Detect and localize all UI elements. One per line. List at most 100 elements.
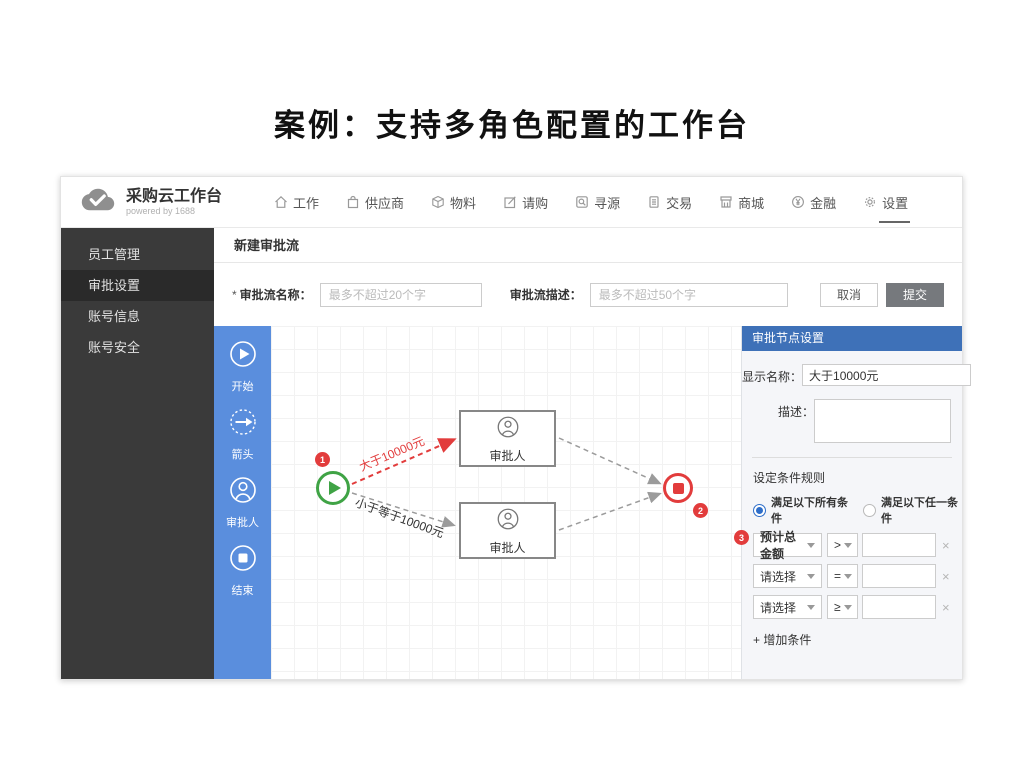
gear-icon xyxy=(863,195,877,209)
slide-title: 案例：支持多角色配置的工作台 xyxy=(274,108,750,143)
nav-item-sourcing[interactable]: 寻源 xyxy=(575,193,620,212)
approver-node-lower[interactable]: 审批人 xyxy=(459,502,556,559)
condition-field-select-1[interactable]: 预计总金额 xyxy=(753,530,822,561)
step-badge-2: 2 xyxy=(693,503,708,518)
flow-desc-label: 审批流描述： xyxy=(509,288,582,302)
app-window: 采购云工作台 powered by 1688 工作 供应商 物料 请购 xyxy=(60,176,972,680)
nav-label: 请购 xyxy=(522,195,549,211)
page-title: 新建审批流 xyxy=(214,228,962,263)
radio-all-label: 满足以下所有条件 xyxy=(771,497,848,525)
approver-node-upper[interactable]: 审批人 xyxy=(459,410,556,467)
radio-any-label: 满足以下任一条件 xyxy=(881,497,958,525)
cancel-button[interactable]: 取消 xyxy=(819,282,878,307)
rules-title: 设定条件规则 xyxy=(753,471,826,485)
sidebar-item-account-info[interactable]: 账号信息 xyxy=(88,309,141,324)
tool-label: 结束 xyxy=(231,585,254,597)
home-icon xyxy=(274,195,288,209)
nav-label: 交易 xyxy=(666,195,693,211)
nav-label: 设置 xyxy=(882,195,909,211)
logo-title: 采购云工作台 xyxy=(126,188,223,205)
flow-form: * 审批流名称： 审批流描述： 取消 提交 xyxy=(214,263,962,326)
tool-label: 审批人 xyxy=(226,517,259,529)
radio-all-conditions[interactable] xyxy=(753,503,766,517)
nav-label: 寻源 xyxy=(594,195,621,211)
radio-any-condition[interactable] xyxy=(863,503,876,517)
tool-label: 箭头 xyxy=(231,449,254,461)
condition-value-input-3[interactable] xyxy=(862,595,936,619)
condition-operator-select-3[interactable]: ≥ xyxy=(827,595,858,619)
chevron-down-icon xyxy=(843,604,852,610)
app-logo: 采购云工作台 powered by 1688 xyxy=(79,186,222,218)
condition-value-input-1[interactable] xyxy=(862,533,936,557)
palette-tool-start[interactable]: 开始 xyxy=(228,339,258,394)
condition-value-input-2[interactable] xyxy=(862,564,936,588)
supplier-bag-icon xyxy=(346,195,360,209)
nav-label: 商城 xyxy=(738,195,765,211)
condition-field-select-3[interactable]: 请选择 xyxy=(753,595,822,619)
nav-item-trade[interactable]: 交易 xyxy=(647,193,692,212)
approver-label: 审批人 xyxy=(489,540,526,555)
sidebar-item-account-security[interactable]: 账号安全 xyxy=(88,340,141,355)
condition-row-3: 请选择 ≥ × xyxy=(753,595,962,619)
add-condition-button[interactable]: + 增加条件 xyxy=(753,633,812,647)
person-icon xyxy=(495,414,521,445)
chevron-down-icon xyxy=(807,573,815,579)
palette-tool-end[interactable]: 结束 xyxy=(228,543,258,598)
flow-name-input[interactable] xyxy=(319,282,482,307)
submit-button[interactable]: 提交 xyxy=(885,282,944,307)
remove-condition-icon-1[interactable]: × xyxy=(942,537,950,553)
display-name-input[interactable] xyxy=(802,364,972,386)
end-node[interactable] xyxy=(663,473,693,503)
nav-item-materials[interactable]: 物料 xyxy=(431,193,476,212)
nav-item-mall[interactable]: 商城 xyxy=(719,193,764,212)
search-icon xyxy=(575,195,589,209)
condition-row-1: 预计总金额 > × xyxy=(753,530,962,561)
step-badge-3: 3 xyxy=(734,530,749,545)
sidebar-item-approval-settings[interactable]: 审批设置 xyxy=(61,270,214,301)
flow-name-label: 审批流名称： xyxy=(239,288,312,302)
nav-label: 供应商 xyxy=(365,195,405,211)
remove-condition-icon-2[interactable]: × xyxy=(942,568,950,584)
condition-field-select-2[interactable]: 请选择 xyxy=(753,564,822,588)
play-icon xyxy=(328,481,341,495)
nav-label: 金融 xyxy=(810,195,837,211)
yen-circle-icon xyxy=(791,195,805,209)
description-textarea[interactable] xyxy=(814,399,951,443)
condition-operator-select-2[interactable]: = xyxy=(827,564,858,588)
edit-icon xyxy=(503,195,517,209)
description-label: 描述： xyxy=(777,405,814,419)
approver-icon xyxy=(228,475,258,510)
nav-item-settings[interactable]: 设置 xyxy=(863,193,911,223)
package-icon xyxy=(431,195,445,209)
flow-canvas[interactable]: 大于10000元 小于等于10000元 审批人 审批人 1 2 xyxy=(271,326,741,679)
top-nav-bar: 采购云工作台 powered by 1688 工作 供应商 物料 请购 xyxy=(61,177,962,228)
stop-icon xyxy=(672,482,684,494)
nav-item-purchase-request[interactable]: 请购 xyxy=(503,193,548,212)
panel-divider xyxy=(752,457,952,458)
nav-item-supplier[interactable]: 供应商 xyxy=(346,193,404,212)
flow-edges xyxy=(351,437,662,531)
shop-icon xyxy=(719,195,733,209)
palette-tool-approver[interactable]: 审批人 xyxy=(226,475,259,530)
main-nav: 工作 供应商 物料 请购 寻源 交易 xyxy=(274,193,911,223)
start-icon xyxy=(228,339,258,374)
flow-desc-input[interactable] xyxy=(589,282,788,307)
nav-item-work[interactable]: 工作 xyxy=(274,193,319,212)
start-node[interactable] xyxy=(316,471,350,505)
palette-tool-arrow[interactable]: 箭头 xyxy=(228,407,258,462)
cloud-check-logo-icon xyxy=(79,186,117,218)
remove-condition-icon-3[interactable]: × xyxy=(942,599,950,615)
tool-label: 开始 xyxy=(231,381,254,393)
document-icon xyxy=(647,195,661,209)
nav-label: 工作 xyxy=(293,195,320,211)
logo-subtitle: powered by 1688 xyxy=(126,206,196,216)
approver-label: 审批人 xyxy=(489,448,526,463)
condition-operator-select-1[interactable]: > xyxy=(827,533,858,557)
workflow-editor: 开始 箭头 审批人 结束 xyxy=(214,326,972,679)
node-settings-panel: 3 审批节点设置 显示名称： 描述： 设定条件规则 满足以下所有条件 满足以下任… xyxy=(734,326,972,679)
sidebar-item-employee-management[interactable]: 员工管理 xyxy=(88,247,141,262)
nav-item-finance[interactable]: 金融 xyxy=(791,193,836,212)
chevron-down-icon xyxy=(807,604,815,610)
chevron-down-icon xyxy=(844,573,853,579)
step-badge-1: 1 xyxy=(315,452,330,467)
